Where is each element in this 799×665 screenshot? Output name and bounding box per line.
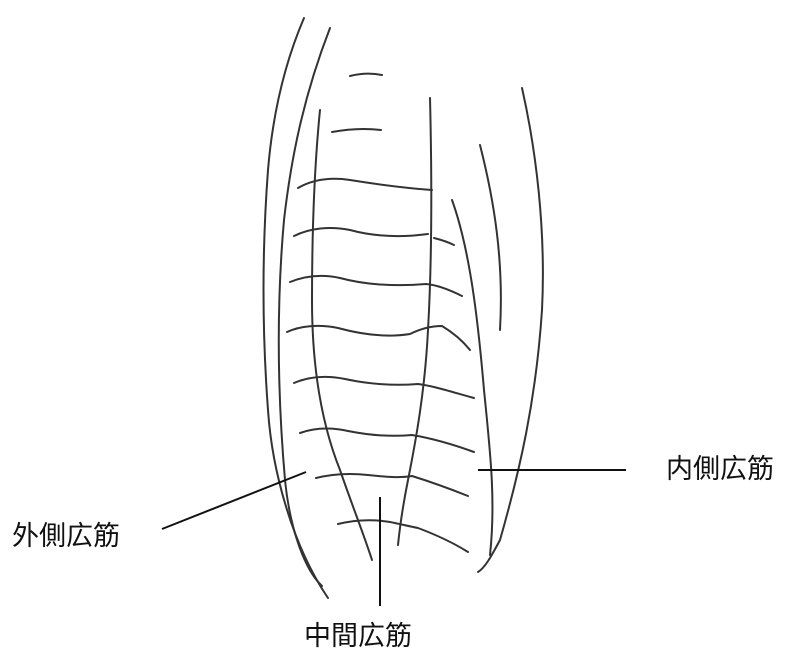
fiber-line [332, 129, 381, 132]
fiber-line [350, 74, 382, 76]
medial-inner-contour [480, 145, 501, 330]
label-vastus-lateralis: 外側広筋 [12, 523, 120, 550]
medial-left-contour [452, 200, 492, 555]
fiber-line [300, 429, 474, 452]
lateral-inner-contour [312, 110, 372, 560]
fiber-line [316, 474, 468, 496]
outer-left-contour-2 [279, 28, 330, 586]
fiber-line [294, 377, 474, 398]
medial-right-contour [478, 88, 543, 572]
label-vastus-intermedius: 中間広筋 [304, 623, 412, 650]
fiber-line [298, 179, 432, 190]
fiber-line [294, 228, 428, 236]
label-vastus-medialis: 内側広筋 [666, 456, 774, 483]
fiber-line [338, 520, 468, 552]
intermedius-right-contour [398, 98, 431, 545]
fiber-line [290, 276, 462, 296]
outer-left-contour-1 [264, 18, 329, 598]
fiber-line [434, 238, 454, 245]
